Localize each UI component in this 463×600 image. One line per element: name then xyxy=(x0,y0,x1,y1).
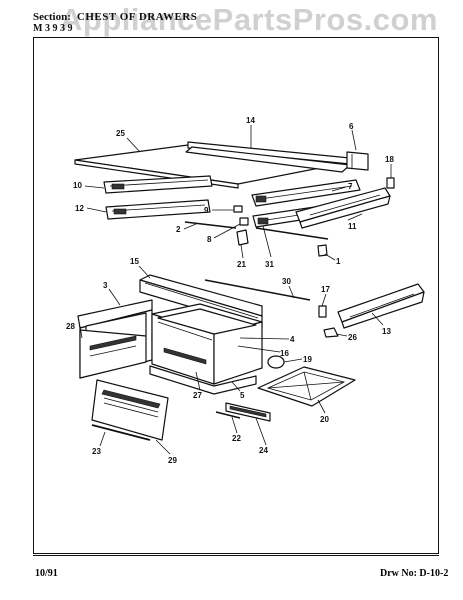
part-channel-13 xyxy=(337,283,425,329)
model-numbers: M 3 9 3 9 xyxy=(33,23,72,34)
callout-18: 18 xyxy=(385,155,394,164)
callout-24: 24 xyxy=(259,446,268,455)
callout-10: 10 xyxy=(73,181,82,190)
part-clip-18 xyxy=(386,177,395,189)
callout-30: 30 xyxy=(282,277,291,286)
part-shelf-frame xyxy=(257,366,356,407)
section-label: Section: xyxy=(33,11,71,23)
callout-23: 23 xyxy=(92,447,101,456)
section-title: CHEST OF DRAWERS xyxy=(76,11,198,23)
callout-4: 4 xyxy=(290,335,295,344)
part-slide-rail-left-upper xyxy=(103,175,213,194)
callout-27: 27 xyxy=(193,391,202,400)
models-value: 3 9 3 9 xyxy=(44,23,73,34)
callout-29: 29 xyxy=(168,456,177,465)
callout-19: 19 xyxy=(303,355,312,364)
callout-26: 26 xyxy=(348,333,357,342)
part-rod-30 xyxy=(204,279,311,301)
callout-14: 14 xyxy=(246,116,255,125)
part-drawer-tray xyxy=(149,365,257,395)
callout-9: 9 xyxy=(204,206,209,215)
section-header: Section: CHEST OF DRAWERS xyxy=(33,11,197,23)
part-bracket-21 xyxy=(236,229,249,246)
callout-17: 17 xyxy=(321,285,330,294)
part-slide-rail-left-lower xyxy=(105,199,211,220)
callout-21: 21 xyxy=(237,260,246,269)
part-bracket-8 xyxy=(239,217,249,226)
callout-11: 11 xyxy=(348,222,357,231)
part-rod-long xyxy=(255,227,329,240)
callout-13: 13 xyxy=(382,327,391,336)
callout-15: 15 xyxy=(130,257,139,266)
part-bracket-9 xyxy=(233,205,243,213)
callout-28: 28 xyxy=(66,322,75,331)
callout-25: 25 xyxy=(116,129,125,138)
part-slide-rail-right-upper xyxy=(251,179,361,207)
models-label: M xyxy=(33,23,43,34)
callout-2: 2 xyxy=(176,225,181,234)
callout-22: 22 xyxy=(232,434,241,443)
part-clip-17 xyxy=(318,305,327,318)
part-drawer-right xyxy=(151,303,263,385)
diagram-frame xyxy=(33,37,439,554)
watermark: AppliancePartsPros.com xyxy=(60,2,438,37)
callout-16: 16 xyxy=(280,349,289,358)
drawing-number: Drw No: D-10-2 xyxy=(380,568,449,579)
callout-leaders xyxy=(79,125,392,455)
callout-20: 20 xyxy=(320,415,329,424)
part-hinge-26 xyxy=(323,327,339,338)
part-rear-rail xyxy=(185,141,369,173)
part-drawer-left xyxy=(77,299,153,379)
part-handle xyxy=(215,402,271,422)
part-rod-2 xyxy=(184,221,237,229)
callout-labels: 25 14 6 18 10 12 7 9 2 8 21 31 11 1 15 3… xyxy=(66,116,394,465)
callout-7: 7 xyxy=(348,182,353,191)
part-trim-strip-23 xyxy=(91,424,151,441)
callout-3: 3 xyxy=(103,281,108,290)
callout-31: 31 xyxy=(265,260,274,269)
callout-1: 1 xyxy=(336,257,341,266)
callout-12: 12 xyxy=(75,204,84,213)
footer-date: 10/91 xyxy=(35,568,58,579)
callout-8: 8 xyxy=(207,235,212,244)
callout-6: 6 xyxy=(349,122,354,131)
part-front-panel xyxy=(91,379,169,441)
part-side-channel xyxy=(295,187,391,229)
callout-5: 5 xyxy=(240,391,245,400)
footer-divider xyxy=(33,555,439,556)
